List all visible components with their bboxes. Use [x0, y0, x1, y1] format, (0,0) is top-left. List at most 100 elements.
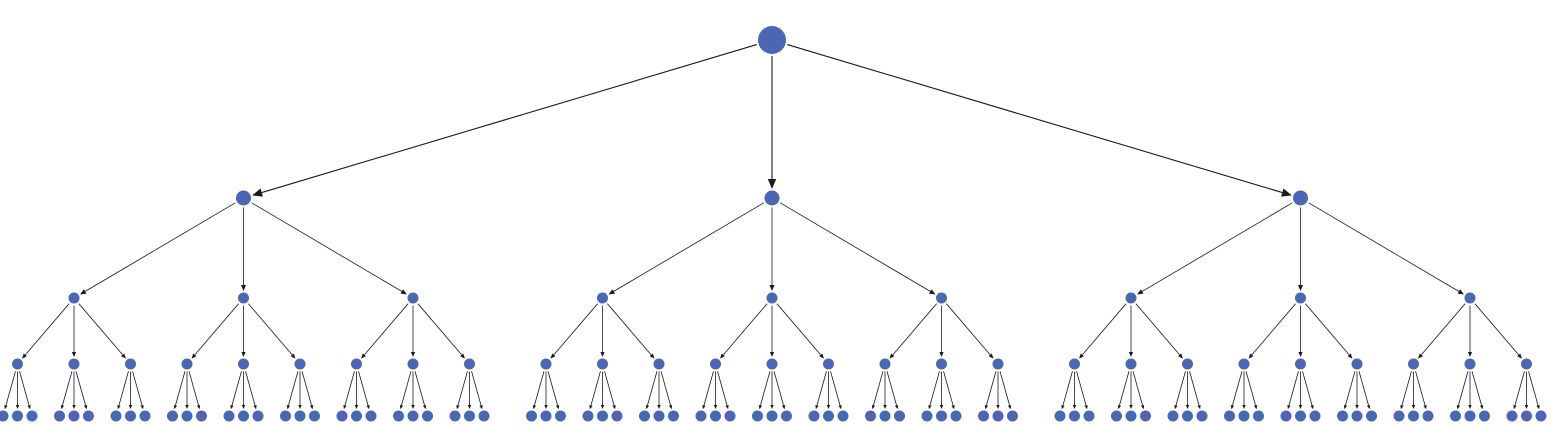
tree-edge-1-2-1-to-1-2-1-1: [175, 371, 186, 406]
tree-edge-3-2-to-3-2-1-arrowhead: [1248, 353, 1254, 359]
tree-edge-2-2-1-to-2-2-1-1: [703, 371, 714, 406]
tree-node-1-3-3-3: [478, 410, 490, 422]
tree-edge-2-3-3-to-2-3-3-3: [999, 371, 1010, 406]
tree-edge-1-2-2-to-1-2-2-3: [245, 371, 256, 406]
tree-edge-1-1-to-1-1-3: [78, 303, 124, 356]
tree-edge-3-3-2-to-3-3-2-3: [1471, 371, 1482, 406]
tree-edge-3-1-3-to-3-1-3-3: [1189, 371, 1200, 406]
tree-edge-2-1-1-to-2-1-1-1: [534, 371, 545, 406]
tree-edge-2-2-to-2-2-1-arrowhead: [720, 353, 725, 359]
tree-edge-3-2-3-to-3-2-3-3-arrowhead: [1366, 404, 1371, 410]
tree-node-1-3-2-1: [393, 410, 404, 422]
tree-node-3-2-2-3: [1309, 410, 1321, 422]
tree-node-3-2-2-1: [1280, 410, 1292, 422]
tree-edge-1-1-1-to-1-1-1-2-arrowhead: [15, 405, 20, 409]
tree-edge-2-3-to-2-3-3-arrowhead: [988, 353, 994, 359]
tree-edge-2-3-3-to-2-3-3-1: [986, 371, 997, 406]
tree-edge-1-1-to-1-1-2-arrowhead: [71, 352, 77, 357]
tree-node-2-2-3-1: [808, 410, 820, 422]
tree-edge-1-2-3-to-1-2-3-3-arrowhead: [309, 404, 314, 410]
tree-edge-1-2-2-to-1-2-2-1: [231, 371, 242, 406]
tree-node-3-2: [1295, 292, 1306, 304]
tree-node-3-1-1-3: [1083, 410, 1095, 422]
tree-edge-3-1-1-to-3-1-1-2-arrowhead: [1072, 405, 1077, 409]
tree-edge-3-2-2-to-3-2-2-2-arrowhead: [1298, 405, 1303, 409]
tree-edge-3-1-3-to-3-1-3-1: [1175, 371, 1186, 406]
tree-node-1-1-3: [125, 358, 136, 370]
tree-node-2-3-2-2: [936, 410, 947, 422]
tree-edge-3-2-1-to-3-2-1-1-arrowhead: [1230, 404, 1235, 410]
tree-edge-2-2-to-2-2-3: [776, 303, 822, 356]
tree-node-2-3-1-3: [894, 410, 905, 422]
tree-node-2-1-1-2: [540, 410, 552, 422]
tree-node-2-3-2-1: [921, 410, 933, 422]
tree-edge-2-3-3-to-2-3-3-2-arrowhead: [996, 405, 1000, 409]
tree-node-3-3-3-3: [1535, 410, 1547, 422]
tree-edge-1-3-3-to-1-3-3-1-arrowhead: [456, 404, 460, 410]
tree-edge-2-3-2-to-2-3-2-3: [943, 371, 954, 406]
tree-edge-3-3-2-to-3-3-2-1: [1458, 371, 1469, 406]
tree-edge-3-2-2-to-3-2-2-3: [1302, 371, 1313, 406]
tree-node-2-2-2-3: [781, 410, 792, 422]
tree-edge-2-1-3-to-2-1-3-2-arrowhead: [657, 405, 661, 409]
tree-node-1-1-1: [12, 358, 23, 370]
tree-edge-1-1-1-to-1-1-1-1-arrowhead: [4, 404, 8, 410]
tree-node-2-2-1-3: [724, 410, 736, 422]
tree-edge-2-1-to-2-1-1: [553, 303, 598, 356]
tree-edge-2-1-2-to-2-1-2-3-arrowhead: [612, 404, 616, 410]
tree-node-1-3-3: [464, 358, 475, 370]
tree-edge-2-2-2-to-2-2-2-3-arrowhead: [781, 404, 786, 410]
tree-edge-1-2-to-1-2-3-arrowhead: [290, 353, 296, 359]
tree-edge-2-1-3-to-2-1-3-1: [647, 371, 658, 406]
tree-edge-3-1-to-3-1-3-arrowhead: [1178, 353, 1183, 359]
tree-edge-3-3-to-3-3-2-arrowhead: [1467, 352, 1473, 357]
tree-node-1-1-2-2: [68, 410, 80, 422]
tree-edge-1-3-to-1-3-1-arrowhead: [361, 353, 366, 359]
tree-edge-1-2-3-to-1-2-3-1: [288, 371, 299, 406]
tree-edge-2-1-1-to-2-1-1-1-arrowhead: [532, 404, 537, 410]
tree-node-2-3: [936, 292, 947, 304]
tree-node-1-2-3-3: [309, 410, 320, 422]
tree-edge-3-2-to-3-2-1: [1251, 303, 1296, 356]
tree-node-2-1-1-3: [555, 410, 566, 422]
tree-edge-1-2-2-to-1-2-2-3-arrowhead: [253, 404, 257, 410]
tree-edge-3-3-3-to-3-3-3-3: [1528, 371, 1539, 406]
tree-edge-2-1-to-2-1-1-arrowhead: [550, 353, 556, 359]
tree-node-1-3-2-2: [407, 410, 419, 422]
tree-edge-3-2-3-to-3-2-3-1-arrowhead: [1343, 404, 1348, 410]
tree-node-1-2-2-1: [223, 410, 235, 422]
tree-edge-1-2-1-to-1-2-1-1-arrowhead: [173, 404, 178, 410]
tree-node-2-3-1-1: [865, 410, 876, 422]
tree-edge-2-1-2-to-2-1-2-1-arrowhead: [589, 404, 593, 410]
tree-edge-1-to-1-1-arrowhead: [80, 289, 87, 295]
tree-edge-1-1-2-to-1-1-2-1: [62, 371, 73, 406]
tree-node-3-1-3-3: [1196, 410, 1208, 422]
tree-edge-3-2-3-to-3-2-3-2-arrowhead: [1355, 405, 1359, 409]
tree-edge-3-1-1-to-3-1-1-1-arrowhead: [1061, 404, 1065, 410]
tree-node-2-3-3: [992, 358, 1004, 370]
tree-node-3-1-2-1: [1111, 410, 1122, 422]
tree-edge-2-3-to-2-3-1: [892, 303, 937, 356]
tree-node-2-2-3-2: [823, 410, 834, 422]
tree-edge-1-1-to-1-1-1: [24, 303, 70, 356]
tree-edge-3-3-1-to-3-3-1-1: [1401, 371, 1412, 406]
tree-edge-1-3-2-to-1-3-2-3: [414, 371, 425, 406]
tree-edge-1-1-1-to-1-1-1-3-arrowhead: [27, 404, 31, 410]
tree-edge-1-3-to-1-3-3: [417, 303, 463, 356]
tree-edge-2-3-1-to-2-3-1-3-arrowhead: [894, 404, 899, 410]
tree-node-1: [236, 190, 251, 206]
tree-node-3-3-2: [1464, 358, 1476, 370]
tree-edge-1-2-to-1-2-2-arrowhead: [241, 352, 246, 357]
tree-edge-root-to-1: [261, 44, 757, 194]
tree-node-3-3-3: [1521, 358, 1532, 370]
tree-node-3-1-1-2: [1069, 410, 1080, 422]
tree-edge-2-1-1-to-2-1-1-2-arrowhead: [544, 405, 548, 409]
tree-edge-2-1-2-to-2-1-2-3: [604, 371, 615, 406]
tree-node-3-2-1-2: [1238, 410, 1250, 422]
tree-edge-2-2-1-to-2-2-1-1-arrowhead: [702, 404, 706, 410]
tree-edge-3-3-to-3-3-1-arrowhead: [1418, 353, 1423, 359]
tree-edge-3-2-1-to-3-2-1-1: [1232, 371, 1243, 406]
tree-edge-1-3-2-to-1-3-2-1: [401, 371, 412, 406]
tree-node-1-2-1-3: [196, 410, 207, 422]
tree-node-1-1-2-1: [54, 410, 65, 422]
